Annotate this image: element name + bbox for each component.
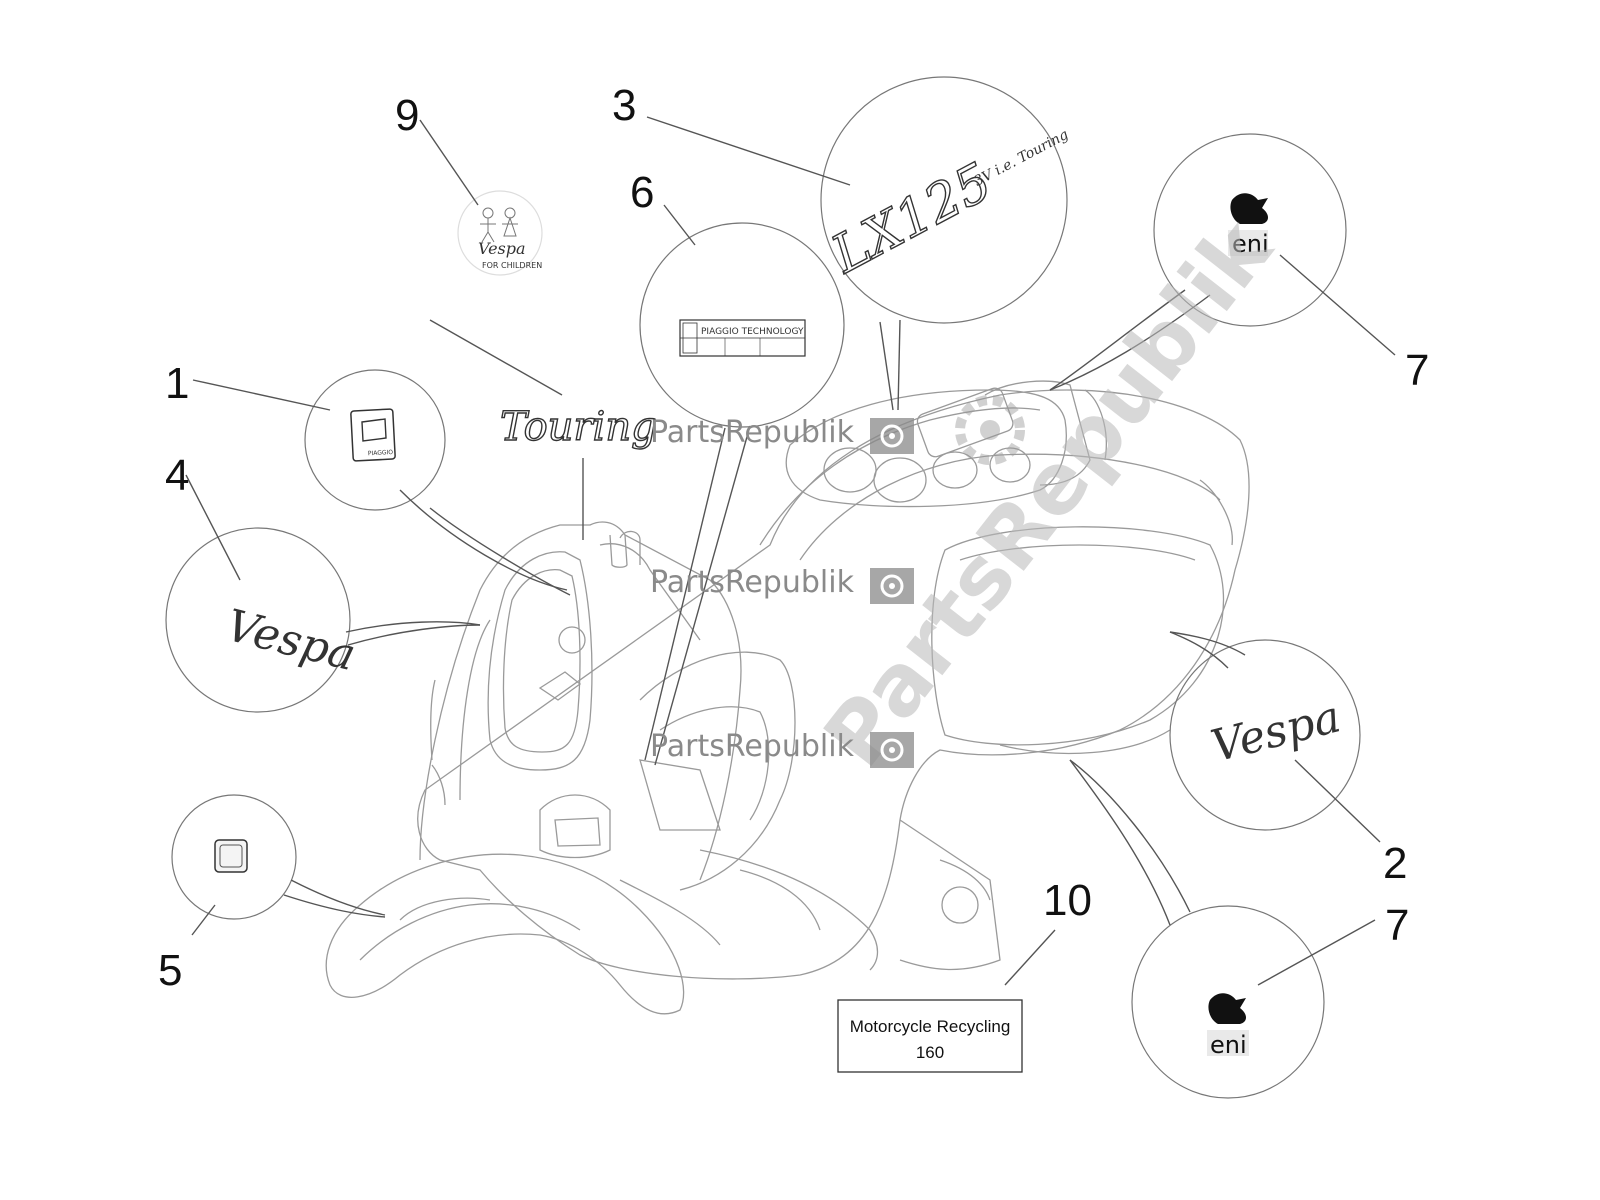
watermark-text-2: PartsRepublik (650, 565, 855, 600)
eni-logo-top-decal: eni (1228, 193, 1269, 258)
watermark-gear-icon (870, 418, 914, 454)
watermarks: PartsRepublik PartsRepublik PartsRepubli… (650, 200, 1292, 784)
lx-badge-decal (214, 839, 248, 873)
circle-part-6 (639, 222, 845, 428)
callout-4: 4 (165, 451, 189, 500)
eni-logo-bottom-decal: eni (1207, 993, 1249, 1059)
circle-part-2 (1169, 639, 1361, 831)
lx125-decal: LX125 3V i.e. Touring (821, 127, 1071, 287)
piaggio-technology-text: PIAGGIO TECHNOLOGY (701, 327, 804, 337)
circle-part-4 (165, 527, 351, 713)
for-children-text: FOR CHILDREN (482, 261, 542, 270)
callout-circles (165, 76, 1361, 1099)
circle-part-7-bottom (1131, 905, 1325, 1099)
vespa-left-text: Vespa (221, 600, 360, 681)
callout-3: 3 (612, 81, 636, 130)
recycling-line2: 160 (916, 1043, 944, 1062)
piaggio-emblem-text: PIAGGIO (368, 449, 394, 457)
piaggio-technology-plate-decal: PIAGGIO TECHNOLOGY (679, 319, 806, 357)
callout-5: 5 (158, 946, 182, 995)
callout-numbers: 1 4 5 9 6 3 7 2 7 10 (158, 81, 1429, 995)
watermark-gear-icon (870, 732, 914, 768)
circle-part-1 (304, 369, 446, 511)
vespa-children-text: Vespa (478, 239, 526, 258)
eni-top-text: eni (1232, 230, 1269, 258)
watermark-text-1: PartsRepublik (650, 415, 855, 450)
recycling-line1: Motorcycle Recycling (850, 1017, 1011, 1036)
piaggio-emblem-decal: PIAGGIO (350, 408, 396, 462)
callout-1: 1 (165, 359, 189, 408)
vespa-for-children-decal: Vespa FOR CHILDREN (478, 207, 542, 270)
callout-9: 9 (395, 91, 419, 140)
callout-10: 10 (1043, 876, 1092, 925)
vespa-script-right-decal: Vespa (1206, 691, 1345, 772)
circle-part-5 (171, 794, 297, 920)
circle-part-9 (457, 190, 543, 276)
circle-part-3 (820, 76, 1068, 324)
recycling-label: Motorcycle Recycling 160 (837, 999, 1023, 1073)
callout-7-bottom: 7 (1385, 901, 1409, 950)
callout-2: 2 (1383, 839, 1407, 888)
watermark-gear-icon (870, 568, 914, 604)
eni-bottom-text: eni (1210, 1031, 1247, 1059)
touring-text: Touring (500, 404, 657, 450)
callout-6: 6 (630, 168, 654, 217)
vespa-right-text: Vespa (1206, 691, 1345, 772)
callout-7-top: 7 (1405, 346, 1429, 395)
circle-part-7-top (1153, 133, 1347, 327)
lx125-suffix-text: 3V i.e. Touring (971, 127, 1071, 190)
lx125-text: LX125 (822, 152, 1002, 286)
leader-lines (185, 116, 1396, 986)
scooter-body-drawing (325, 380, 1250, 1015)
vespa-script-left-decal: Vespa (221, 600, 360, 681)
touring-script-decal: Touring (499, 403, 657, 450)
watermark-large-gear-icon (955, 395, 1025, 465)
watermark-text-3: PartsRepublik (650, 729, 855, 764)
